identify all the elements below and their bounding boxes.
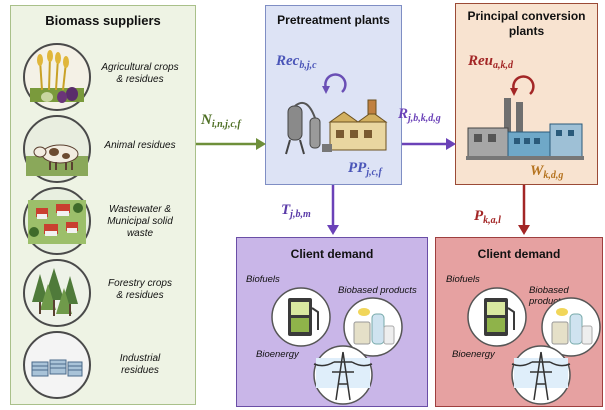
w-variable: Wk,d,g bbox=[530, 163, 564, 181]
r-flow-label: Rj,b,k,d,g bbox=[398, 106, 441, 124]
conversion-plant-icon bbox=[466, 98, 584, 160]
p-flow-label: Pk,a,l bbox=[474, 208, 501, 226]
biobased-products-icon-1 bbox=[343, 297, 403, 357]
biobased-products-icon-2 bbox=[541, 297, 601, 357]
fuel-pump-icon-2 bbox=[467, 287, 527, 347]
supplier-label-animal: Animal residues bbox=[104, 140, 176, 151]
rec-variable: Recb,j,c bbox=[276, 53, 317, 71]
pretreatment-plant-icon bbox=[285, 99, 388, 155]
biofuels-label-2: Biofuels bbox=[446, 274, 480, 285]
pretreatment-plants-panel bbox=[265, 5, 402, 185]
biobased-label-2: Biobased products bbox=[529, 285, 569, 307]
arrow-suppliers-to-pretreatment bbox=[196, 138, 266, 150]
arrow-conversion-to-client bbox=[518, 185, 530, 235]
client-demand-title-1: Client demand bbox=[290, 247, 374, 261]
agricultural-crops-icon bbox=[23, 43, 91, 111]
biofuels-label-1: Biofuels bbox=[246, 274, 280, 285]
n-flow-label: Ni,n,j,c,f bbox=[201, 112, 241, 130]
forestry-crops-icon bbox=[23, 259, 91, 327]
recycle-loop-arrow-blue bbox=[322, 73, 347, 94]
biomass-suppliers-title: Biomass suppliers bbox=[45, 13, 161, 28]
power-tower-icon-2 bbox=[511, 345, 571, 405]
supplier-label-agricultural: Agricultural crops& residues bbox=[101, 62, 179, 85]
industrial-residues-icon bbox=[23, 331, 91, 399]
arrow-pretreatment-to-client bbox=[327, 185, 339, 235]
reu-variable: Reua,k,d bbox=[468, 53, 514, 71]
animal-residues-icon bbox=[23, 115, 91, 183]
power-tower-icon-1 bbox=[313, 345, 373, 405]
t-flow-label: Tj,b,m bbox=[281, 202, 311, 220]
arrow-pretreatment-to-conversion bbox=[402, 138, 456, 150]
pretreatment-plants-title: Pretreatment plants bbox=[277, 13, 390, 27]
biobased-label-1: Biobased products bbox=[338, 285, 417, 296]
pp-variable: PPj,c,f bbox=[348, 160, 382, 178]
wastewater-municipal-icon bbox=[23, 187, 91, 255]
bioenergy-label-1: Bioenergy bbox=[256, 349, 299, 360]
client-demand-title-2: Client demand bbox=[477, 247, 561, 261]
supplier-label-forestry: Forestry crops& residues bbox=[108, 278, 172, 301]
bioenergy-label-2: Bioenergy bbox=[452, 349, 495, 360]
fuel-pump-icon-1 bbox=[271, 287, 331, 347]
recycle-loop-arrow-red bbox=[510, 75, 535, 96]
